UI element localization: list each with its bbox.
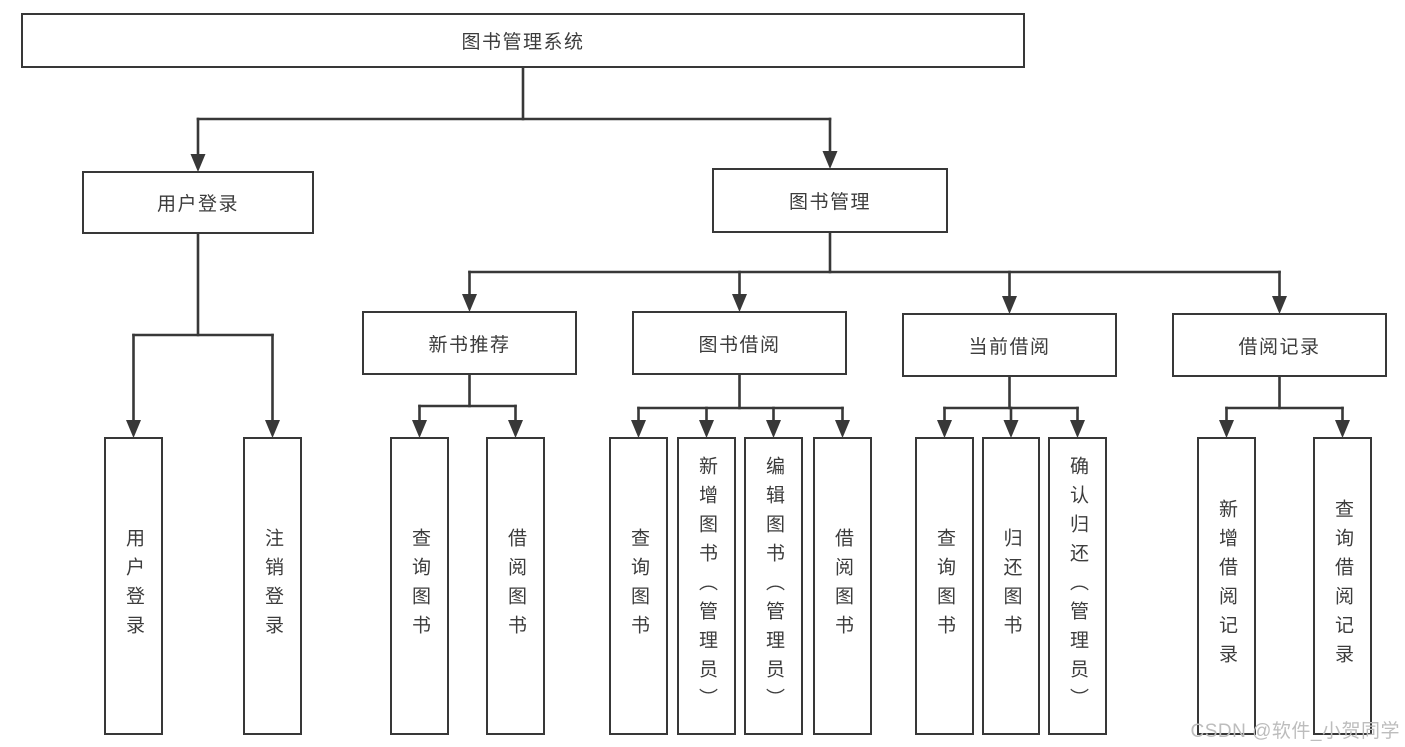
arrowhead-icon [766, 420, 781, 438]
node-add-borrow-record: 新增借阅记录 [1197, 437, 1256, 735]
node-label-book-mgmt: 图书管理 [788, 192, 871, 213]
node-label-user-login-group: 用户登录 [156, 194, 239, 215]
arrowhead-icon [1335, 420, 1350, 438]
arrowhead-icon [631, 420, 646, 438]
node-add-book: 新增图书（管理员） [677, 437, 736, 735]
node-label-query-borrow-record: 查询借阅记录 [1332, 499, 1353, 673]
arrowhead-icon [508, 420, 523, 438]
node-label-root: 图书管理系统 [461, 32, 585, 53]
arrowhead-icon [835, 420, 850, 438]
arrowhead-icon [1002, 296, 1017, 314]
arrowhead-icon [412, 420, 427, 438]
node-label-current-borrow: 当前借阅 [968, 336, 1051, 358]
node-label-borrow-book-1: 借阅图书 [505, 528, 526, 644]
node-query-book-1: 查询图书 [390, 437, 449, 735]
arrowhead-icon [1272, 296, 1287, 314]
node-label-add-book: 新增图书（管理员） [696, 455, 717, 717]
node-query-borrow-record: 查询借阅记录 [1313, 437, 1372, 735]
arrowhead-icon [1219, 420, 1234, 438]
node-query-book-2: 查询图书 [609, 437, 668, 735]
node-edit-book: 编辑图书（管理员） [744, 437, 803, 735]
arrowhead-icon [126, 420, 141, 438]
node-label-new-book-rec: 新书推荐 [428, 334, 511, 356]
node-label-book-borrow: 图书借阅 [698, 334, 781, 356]
node-label-borrow-records: 借阅记录 [1238, 336, 1321, 358]
node-user-login-group: 用户登录 [82, 171, 314, 234]
node-root: 图书管理系统 [21, 13, 1025, 68]
arrowhead-icon [699, 420, 714, 438]
arrowhead-icon [822, 151, 838, 169]
node-user-login: 用户登录 [104, 437, 163, 735]
node-new-book-rec: 新书推荐 [362, 311, 577, 375]
node-borrow-book-1: 借阅图书 [486, 437, 545, 735]
arrowhead-icon [190, 154, 206, 172]
arrowhead-icon [732, 294, 747, 312]
node-borrow-records: 借阅记录 [1172, 313, 1387, 377]
node-logout: 注销登录 [243, 437, 302, 735]
node-label-query-book-1: 查询图书 [409, 528, 430, 644]
node-query-book-3: 查询图书 [915, 437, 974, 735]
node-borrow-book-2: 借阅图书 [813, 437, 872, 735]
node-label-return-book: 归还图书 [1000, 528, 1022, 644]
node-label-user-login: 用户登录 [123, 528, 144, 644]
node-label-edit-book: 编辑图书（管理员） [763, 455, 784, 717]
node-label-confirm-return: 确认归还（管理员） [1067, 455, 1088, 717]
node-return-book: 归还图书 [982, 437, 1040, 735]
arrowhead-icon [1003, 420, 1019, 438]
arrowhead-icon [937, 420, 952, 438]
node-label-query-book-2: 查询图书 [628, 528, 649, 644]
node-label-query-book-3: 查询图书 [934, 528, 955, 644]
node-book-borrow: 图书借阅 [632, 311, 847, 375]
arrowhead-icon [462, 294, 477, 312]
node-confirm-return: 确认归还（管理员） [1048, 437, 1107, 735]
node-label-add-borrow-record: 新增借阅记录 [1216, 499, 1237, 673]
node-label-borrow-book-2: 借阅图书 [832, 528, 853, 644]
arrowhead-icon [265, 420, 280, 438]
arrowhead-icon [1070, 420, 1085, 438]
watermark-text: CSDN @软件_小贺同学 [1190, 721, 1400, 742]
node-book-mgmt: 图书管理 [712, 168, 948, 233]
node-current-borrow: 当前借阅 [902, 313, 1117, 377]
node-label-logout: 注销登录 [262, 528, 283, 644]
